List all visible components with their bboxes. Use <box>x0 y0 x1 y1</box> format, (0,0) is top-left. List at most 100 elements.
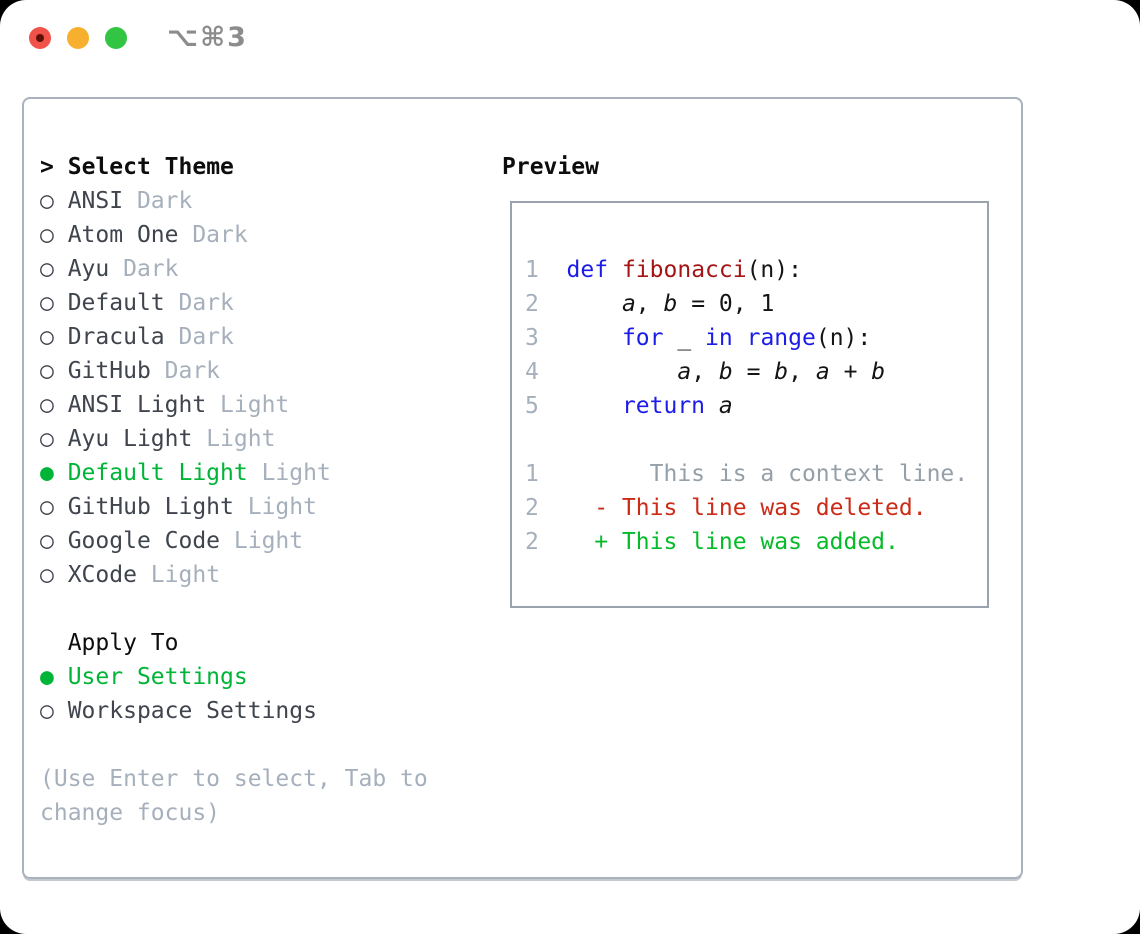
apply-option-user-settings[interactable]: ● User Settings <box>40 660 428 694</box>
focus-caret: > <box>40 154 54 180</box>
radio-unselected-icon: ○ <box>40 188 54 214</box>
code-token-pl <box>567 359 678 385</box>
theme-option-label: Dracula <box>53 324 165 350</box>
window-shortcut-label: ⌥⌘3 <box>167 22 248 53</box>
theme-option-label: GitHub <box>53 358 151 384</box>
theme-option-label: Atom One <box>53 222 179 248</box>
theme-option-default-light[interactable]: ● Default Light Light <box>40 456 428 490</box>
code-line: 2 a, b = 0, 1 <box>525 287 987 321</box>
code-token-pl <box>567 291 622 317</box>
code-token-var: a <box>621 291 636 317</box>
theme-option-xcode[interactable]: ○ XCode Light <box>40 558 428 592</box>
line-number: 4 <box>525 359 539 385</box>
theme-variant-label: Dark <box>123 188 193 214</box>
line-number: 2 <box>525 291 539 317</box>
code-token-kw: def <box>566 257 609 283</box>
theme-list-column: > Select Theme ○ ANSI Dark○ Atom One Dar… <box>40 150 428 830</box>
theme-option-atom-one[interactable]: ○ Atom One Dark <box>40 218 428 252</box>
theme-option-github[interactable]: ○ GitHub Dark <box>40 354 428 388</box>
code-token-pl <box>567 393 622 419</box>
code-token-var: b <box>663 291 678 317</box>
apply-option-label: User Settings <box>53 664 248 690</box>
code-token-var: a <box>815 359 830 385</box>
theme-variant-label: Dark <box>164 324 234 350</box>
theme-variant-label: Dark <box>178 222 248 248</box>
close-button[interactable] <box>29 27 51 49</box>
zoom-button[interactable] <box>105 27 127 49</box>
theme-option-default[interactable]: ○ Default Dark <box>40 286 428 320</box>
code-token-pl: = 0, 1 <box>677 291 775 317</box>
line-number: 5 <box>525 393 539 419</box>
radio-unselected-icon: ○ <box>40 290 54 316</box>
code-line: 4 a, b = b, a + b <box>525 355 987 389</box>
select-theme-header: > Select Theme <box>40 150 428 184</box>
code-line: 3 for _ in range(n): <box>525 321 987 355</box>
theme-option-label: Default <box>53 290 165 316</box>
apply-option-workspace-settings[interactable]: ○ Workspace Settings <box>40 694 428 728</box>
minimize-button[interactable] <box>67 27 89 49</box>
theme-option-label: Ayu <box>53 256 110 282</box>
theme-variant-label: Dark <box>150 358 221 384</box>
theme-option-google-code[interactable]: ○ Google Code Light <box>40 524 428 558</box>
code-token-var: b <box>774 359 789 385</box>
help-text-line-1: (Use Enter to select, Tab to <box>40 766 428 792</box>
theme-variant-label: Light <box>247 460 331 486</box>
radio-selected-icon: ● <box>40 460 54 486</box>
radio-unselected-icon: ○ <box>40 256 54 282</box>
theme-variant-label: Light <box>233 494 317 520</box>
code-token-kw: range <box>746 325 816 351</box>
theme-option-label: ANSI <box>53 188 124 214</box>
line-number: 3 <box>525 325 539 351</box>
theme-variant-label: Light <box>206 392 290 418</box>
diff-preview: 1 This is a context line.2 - This line w… <box>525 457 987 559</box>
theme-option-label: Google Code <box>53 528 221 554</box>
diff-text: + This line was added. <box>566 529 899 555</box>
help-text-line-2: change focus) <box>40 800 221 826</box>
code-token-pl: + <box>829 359 872 385</box>
theme-variant-label: Dark <box>109 256 179 282</box>
code-token-pl <box>608 257 622 283</box>
diff-text: This is a context line. <box>566 461 969 487</box>
theme-picker-panel: > Select Theme ○ ANSI Dark○ Atom One Dar… <box>22 97 1023 879</box>
code-token-fn: fibonacci <box>621 257 747 283</box>
radio-unselected-icon: ○ <box>40 426 54 452</box>
theme-option-label: XCode <box>53 562 137 588</box>
spacer-row <box>40 592 428 626</box>
code-token-kw: for <box>621 325 664 351</box>
spacer-row <box>40 728 428 762</box>
radio-unselected-icon: ○ <box>40 324 54 350</box>
titlebar: ⌥⌘3 <box>0 0 1140 76</box>
apply-to-header: Apply To <box>67 630 179 656</box>
code-token-pl: _ <box>663 325 706 351</box>
code-token-var: a <box>677 359 692 385</box>
code-token-kw: return <box>621 393 706 419</box>
theme-list: ○ ANSI Dark○ Atom One Dark○ Ayu Dark○ De… <box>40 184 428 592</box>
theme-variant-label: Dark <box>164 290 234 316</box>
theme-option-github-light[interactable]: ○ GitHub Light Light <box>40 490 428 524</box>
code-token-var: a <box>718 393 733 419</box>
theme-option-label: ANSI Light <box>53 392 207 418</box>
radio-unselected-icon: ○ <box>40 358 54 384</box>
radio-unselected-icon: ○ <box>40 562 54 588</box>
code-token-var: b <box>871 359 886 385</box>
preview-title: Preview <box>502 154 599 180</box>
code-token-pl: , <box>635 291 664 317</box>
theme-option-dracula[interactable]: ○ Dracula Dark <box>40 320 428 354</box>
theme-option-label: GitHub Light <box>53 494 234 520</box>
code-token-var: b <box>718 359 733 385</box>
theme-option-ansi-light[interactable]: ○ ANSI Light Light <box>40 388 428 422</box>
theme-option-ayu[interactable]: ○ Ayu Dark <box>40 252 428 286</box>
theme-option-ansi[interactable]: ○ ANSI Dark <box>40 184 428 218</box>
radio-unselected-icon: ○ <box>40 494 54 520</box>
spacer-row <box>525 423 987 457</box>
radio-unselected-icon: ○ <box>40 698 54 724</box>
theme-option-ayu-light[interactable]: ○ Ayu Light Light <box>40 422 428 456</box>
code-token-pl: = <box>732 359 775 385</box>
theme-variant-label: Light <box>136 562 221 588</box>
code-token-pl <box>567 325 622 351</box>
code-token-kw: in <box>705 325 733 351</box>
